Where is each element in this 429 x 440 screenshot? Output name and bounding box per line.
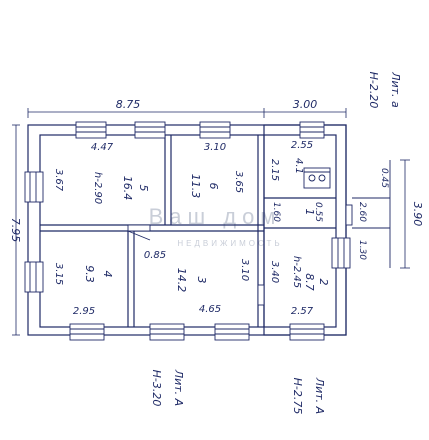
room-4: 3.15 4 9.3 2.95 — [53, 263, 114, 317]
dim-right-small: 0.45 — [379, 168, 389, 188]
label-lit-A: Лит. А Н-3.20 — [150, 369, 185, 407]
watermark-tagline: НЕДВИЖИМОСТЬ — [177, 239, 282, 248]
room-5-height: 3.67 — [53, 169, 64, 192]
room-6: 3.10 3.65 6 11.3 — [189, 142, 244, 198]
room-3: 0.85 3 14.2 3.10 4.65 — [144, 250, 250, 315]
doors — [127, 160, 391, 306]
door — [127, 224, 151, 232]
room-4-width: 2.95 — [73, 306, 95, 317]
room-5-number: 5 — [137, 185, 150, 192]
room-1-extra: 1.60 — [271, 202, 281, 222]
room-5-width: 4.47 — [91, 142, 114, 153]
dim-right-low: 1.30 — [357, 240, 367, 260]
door-swing — [127, 230, 151, 241]
burner-icon — [308, 174, 316, 182]
room-1-number: 1 — [303, 209, 316, 216]
room-5: 4.47 3.67 h-2.90 5 16.4 — [53, 142, 150, 204]
room-1: 2.55 2.15 4.1 1 1.60 0.55 — [269, 140, 323, 222]
room-4-number: 4 — [101, 271, 114, 278]
window — [289, 323, 325, 341]
room-2-number: 2 — [317, 279, 330, 286]
lit-a-line2: Н-2.20 — [367, 72, 380, 109]
room-2: h-2.45 2 8.7 3.40 2.57 — [269, 256, 330, 317]
room-1-extra2: 0.55 — [313, 202, 323, 222]
room-2-area: 8.7 — [303, 273, 316, 291]
room-4-area: 9.3 — [83, 265, 96, 283]
room-6-number: 6 — [207, 183, 220, 190]
door — [345, 204, 353, 226]
room-2-height-note: h-2.45 — [291, 256, 302, 288]
dim-left: 7.95 — [9, 218, 22, 243]
room-5-height-note: h-2.90 — [92, 172, 103, 204]
room-6-area: 11.3 — [189, 174, 202, 199]
label-lit-A1: Лит. А Н-2.75 — [291, 377, 326, 415]
room-6-width: 3.10 — [204, 142, 226, 153]
window — [134, 121, 166, 139]
room-3-width: 4.65 — [199, 304, 221, 315]
window — [299, 121, 325, 139]
window — [149, 323, 185, 341]
room-1-area: 4.1 — [293, 158, 304, 174]
lit-A1-line1: Лит. А — [313, 377, 326, 414]
room-1-height: 2.15 — [269, 159, 280, 181]
window — [24, 171, 44, 203]
window — [331, 237, 351, 269]
dimension-lines — [12, 108, 410, 336]
dim-right: 3.90 — [411, 202, 424, 227]
dim-top-left: 8.75 — [116, 98, 141, 111]
lit-A-line2: Н-3.20 — [150, 370, 163, 407]
label-lit-a: Лит. а Н-2.20 — [367, 71, 402, 108]
room-1-width: 2.55 — [291, 140, 313, 151]
room-6-height: 3.65 — [233, 171, 244, 193]
lit-A1-line2: Н-2.75 — [291, 378, 304, 415]
lit-a-line1: Лит. а — [389, 71, 402, 108]
lit-A-line1: Лит. А — [172, 369, 185, 406]
burner-icon — [318, 174, 326, 182]
window — [214, 323, 250, 341]
room-3-door: 0.85 — [144, 250, 166, 261]
door — [257, 284, 265, 306]
dim-right-mid: 2.60 — [357, 202, 367, 222]
dim-top-right: 3.00 — [293, 98, 318, 111]
room-5-area: 16.4 — [121, 176, 134, 201]
windows — [24, 121, 351, 341]
window — [24, 261, 44, 293]
window — [199, 121, 231, 139]
room-2-width: 2.57 — [291, 306, 314, 317]
room-4-height: 3.15 — [53, 263, 64, 285]
window — [69, 323, 105, 341]
room-2-height: 3.40 — [269, 261, 280, 283]
window — [75, 121, 107, 139]
room-3-area: 14.2 — [175, 268, 188, 293]
room-3-height: 3.10 — [239, 259, 250, 281]
stove-icon — [303, 167, 331, 189]
room-3-number: 3 — [195, 277, 208, 284]
